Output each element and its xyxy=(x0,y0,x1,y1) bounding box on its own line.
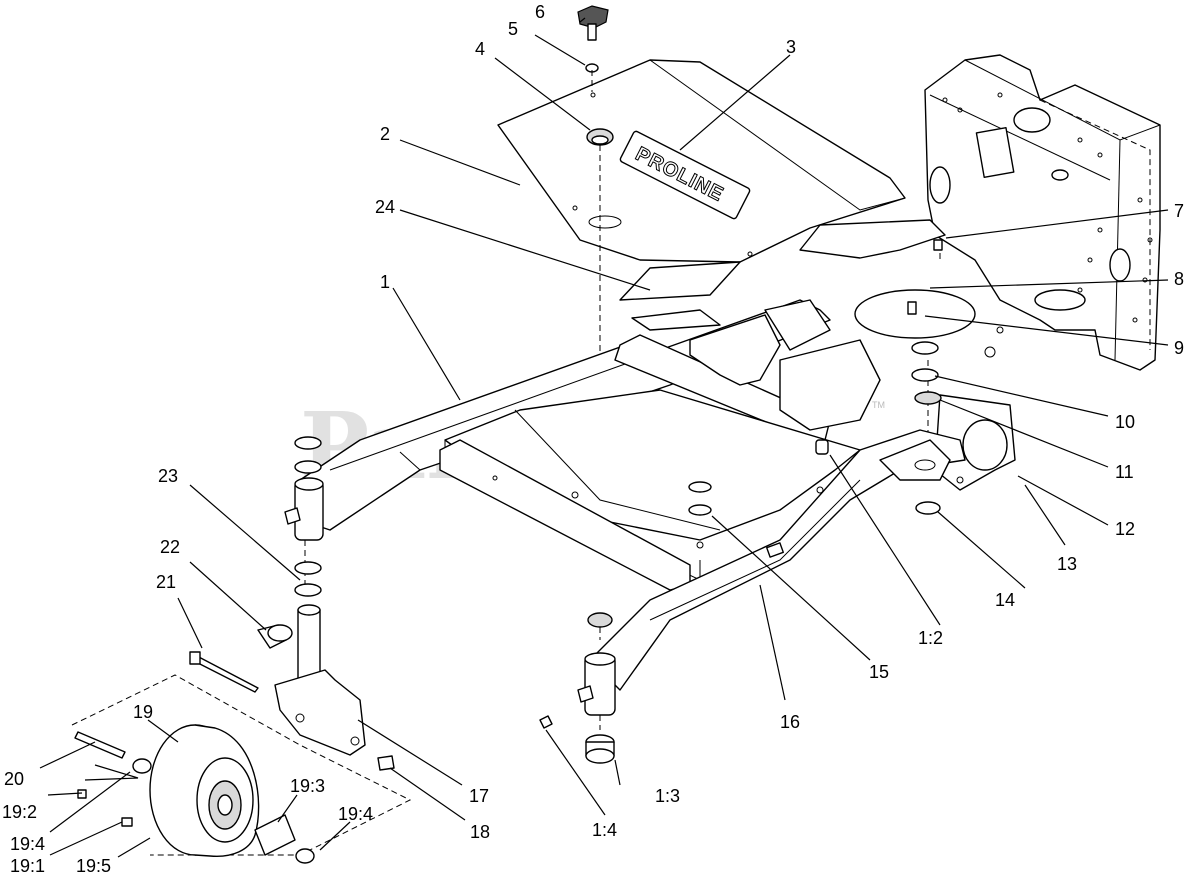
callout-6: 6 xyxy=(535,2,545,22)
callout-2: 2 xyxy=(380,124,390,144)
frame-holes xyxy=(492,475,824,549)
callout-16: 16 xyxy=(780,712,800,732)
leader-lines xyxy=(39,17,1169,858)
caster-wheel xyxy=(71,674,412,864)
decal-24 xyxy=(619,261,741,301)
callout-1-4: 1:4 xyxy=(592,820,617,840)
callout-labels: 6 5 4 3 2 24 1 7 8 9 10 11 12 13 14 1:2 … xyxy=(2,2,1184,876)
callout-12: 12 xyxy=(1115,519,1135,539)
frame-side-bracket xyxy=(934,394,1016,491)
callout-7: 7 xyxy=(1174,201,1184,221)
main-frame xyxy=(284,299,966,716)
washers xyxy=(294,239,976,764)
callout-23: 23 xyxy=(158,466,178,486)
callout-10: 10 xyxy=(1115,412,1135,432)
watermark-trademark: TM xyxy=(872,400,885,410)
callout-8: 8 xyxy=(1174,269,1184,289)
callout-20: 20 xyxy=(4,769,24,789)
callout-19-2: 19:2 xyxy=(2,802,37,822)
callout-17: 17 xyxy=(469,786,489,806)
callout-21: 21 xyxy=(156,572,176,592)
callout-11: 11 xyxy=(1115,462,1134,482)
callout-13: 13 xyxy=(1057,554,1077,574)
rear-frame-plate xyxy=(924,54,1161,371)
callout-15: 15 xyxy=(869,662,889,682)
frame-plate-holes xyxy=(942,92,1153,358)
callout-22: 22 xyxy=(160,537,180,557)
callout-1: 1 xyxy=(380,272,390,292)
callout-24: 24 xyxy=(375,197,395,217)
callout-19-3: 19:3 xyxy=(290,776,325,796)
callout-4: 4 xyxy=(475,39,485,59)
callout-19-4-left: 19:4 xyxy=(10,834,45,854)
callout-14: 14 xyxy=(995,590,1015,610)
cover-plate: PROLINE xyxy=(497,59,946,263)
callout-3: 3 xyxy=(786,37,796,57)
callout-19-4-right: 19:4 xyxy=(338,804,373,824)
callout-19: 19 xyxy=(133,702,153,722)
callout-5: 5 xyxy=(508,19,518,39)
callout-1-2: 1:2 xyxy=(918,628,943,648)
callout-9: 9 xyxy=(1174,338,1184,358)
callout-19-5: 19:5 xyxy=(76,856,111,876)
knob xyxy=(577,5,609,73)
callout-19-1: 19:1 xyxy=(10,856,45,876)
callout-18: 18 xyxy=(470,822,490,842)
caster-fork xyxy=(189,604,553,771)
callout-1-3: 1:3 xyxy=(655,786,680,806)
